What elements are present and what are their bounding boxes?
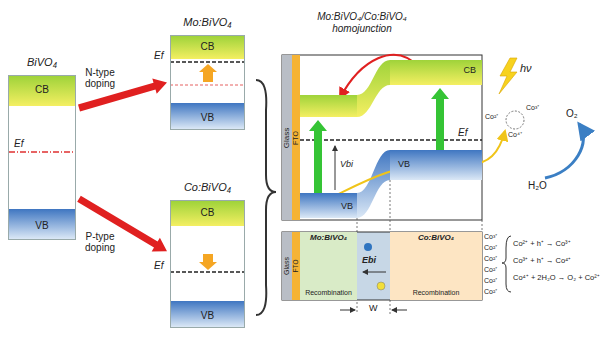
mo-region: Mo:BiVO₄ Recombination [300, 232, 357, 300]
reaction-equation: Co³⁺ + h⁺ → Co⁴⁺ [513, 257, 571, 265]
band-label: CB [9, 84, 75, 95]
ion-label: Co³⁺ [484, 233, 497, 241]
reaction-equation: Co⁴⁺ + 2H₂O → O₂ + Co²⁺ [513, 274, 600, 282]
guide-line [482, 220, 483, 232]
glass-layer: Glass [282, 55, 292, 220]
edge-label: P-type doping [79, 231, 121, 253]
junction-diagram: Mo:BiVO₄/Co:BiVO₄ homojunctionGlassFTOVB… [282, 55, 482, 220]
light-label: hν [520, 62, 532, 74]
region-note: Recombination [390, 289, 482, 297]
band-label: CB [463, 66, 476, 76]
fermi-label: Ef [154, 50, 163, 61]
band-label: VB [9, 220, 75, 231]
band-label: CB [171, 41, 244, 52]
brace [256, 80, 276, 315]
lightning [499, 58, 517, 94]
hole [377, 282, 385, 290]
junction-title: Mo:BiVO₄/Co:BiVO₄ homojunction [302, 11, 422, 35]
width-label: W [369, 304, 378, 314]
layer-label: FTO [292, 260, 299, 273]
layer-label: Glass [283, 127, 292, 147]
ion-label: Co²⁺ [484, 255, 497, 263]
field-arrow [363, 272, 386, 273]
region-note: Recombination [300, 289, 357, 297]
band-title: BiVO₄ [0, 56, 95, 68]
band-label: VB [171, 310, 244, 321]
width-arrow [340, 310, 355, 311]
ion-label: Co²⁺ [484, 277, 497, 285]
layer-label: Glass [283, 257, 291, 275]
o2-arrow [545, 124, 583, 178]
glass-layer: Glass [282, 232, 292, 300]
region-title: Co:BiVO₄ [390, 234, 482, 243]
band-bend [357, 150, 390, 218]
mo-band: VB [300, 95, 357, 218]
species-label: H₂O [528, 180, 547, 191]
species-label: O₂ [566, 108, 578, 119]
field-label: Ebi [362, 256, 376, 266]
band-label: VB [171, 112, 244, 123]
potential-label: Vbi [340, 160, 353, 170]
band-title: Mo:BiVO₄ [151, 16, 264, 28]
layer-label: FTO [292, 131, 300, 145]
fermi-label: Ef [14, 138, 23, 149]
ion-label: Co²⁺ [484, 288, 497, 296]
co-cycle [506, 111, 524, 129]
brace [502, 236, 511, 292]
fto-layer: FTO [292, 55, 300, 220]
fermi-label: Ef [458, 127, 467, 138]
ion-label: Co⁴⁺ [508, 131, 522, 139]
co-band: CB VB [390, 60, 482, 180]
ion-label: Co²⁺ [484, 266, 497, 274]
edge-label: N-type doping [79, 67, 121, 89]
band-label: VB [398, 160, 410, 170]
electron [364, 243, 372, 251]
ion-label: Co³⁺ [526, 104, 539, 112]
depletion-region [357, 232, 390, 300]
width-arrow [392, 310, 407, 311]
ion-label: Co²⁺ [485, 113, 498, 121]
fermi-label: Ef [154, 260, 163, 271]
co-region: Co:BiVO₄ Recombination [390, 232, 482, 300]
band-title: Co:BiVO₄ [151, 181, 264, 193]
band-label: CB [171, 207, 244, 218]
ion-label: Co²⁺ [484, 244, 497, 252]
band-box: Co:BiVO₄CBVB [170, 200, 245, 328]
band-box: BiVO₄CBVB [8, 75, 76, 240]
band-box: Mo:BiVO₄CBVB [170, 35, 245, 130]
fto-layer: FTO [292, 232, 300, 300]
band-label: VB [341, 202, 353, 212]
reaction-equation: Co²⁺ + h⁺ → Co³⁺ [513, 240, 571, 248]
junction-frame [282, 55, 482, 220]
region-title: Mo:BiVO₄ [300, 234, 357, 243]
bottom-frame [282, 232, 482, 300]
